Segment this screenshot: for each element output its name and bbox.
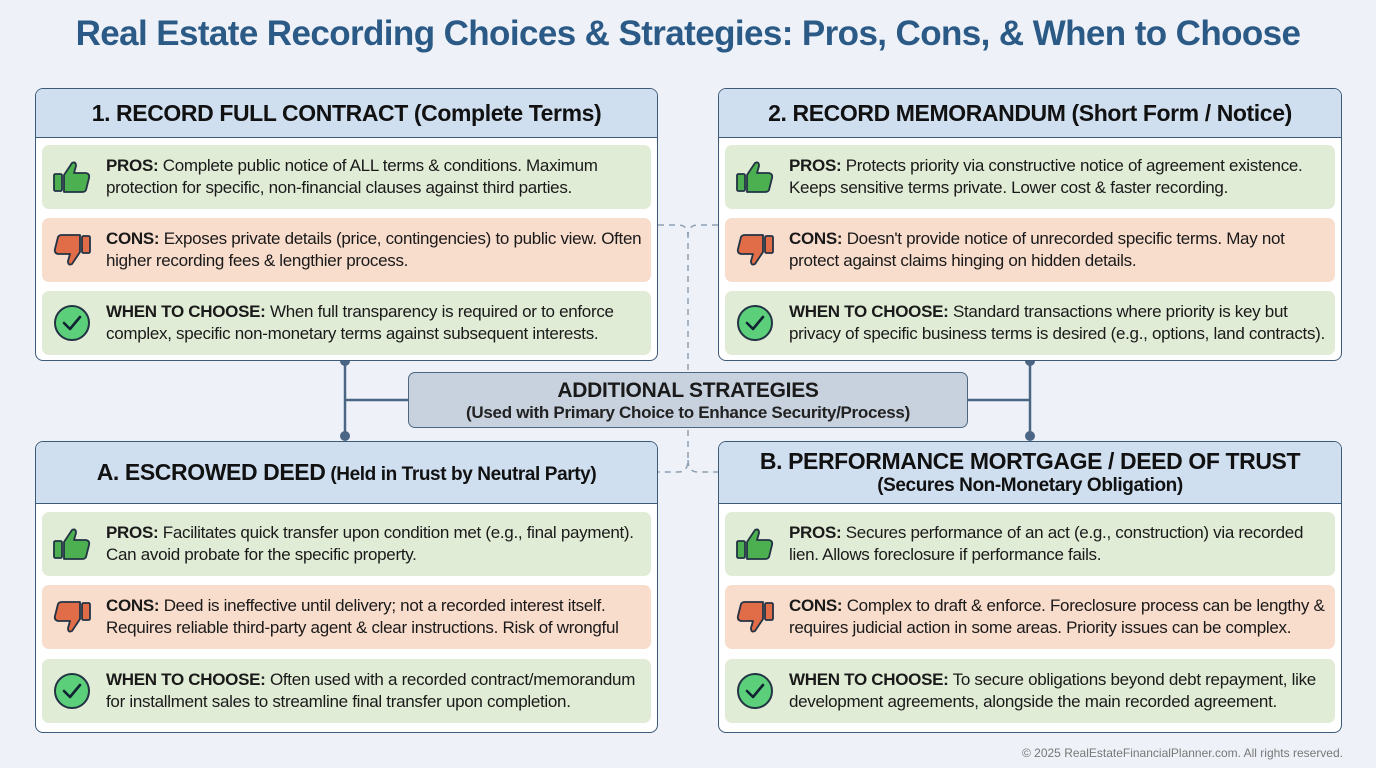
check-circle-icon bbox=[52, 671, 92, 711]
cons-label: CONS: bbox=[106, 229, 160, 248]
thumbs-down-icon bbox=[52, 597, 92, 637]
cons-text: CONS: Doesn't provide notice of unrecord… bbox=[789, 228, 1335, 272]
cons-row: CONS: Exposes private details (price, co… bbox=[42, 218, 651, 282]
check-circle-icon bbox=[735, 303, 775, 343]
page-title: Real Estate Recording Choices & Strategi… bbox=[75, 14, 1301, 53]
thumbs-up-icon bbox=[735, 524, 775, 564]
cons-description: Exposes private details (price, continge… bbox=[106, 229, 642, 270]
when-to-choose-description: Often used with a recorded contract/memo… bbox=[106, 670, 636, 711]
panel-header: 1. RECORD FULL CONTRACT (Complete Terms) bbox=[36, 89, 657, 138]
panel-title: 2. RECORD MEMORANDUM (Short Form / Notic… bbox=[768, 99, 1292, 126]
cons-description: Doesn't provide notice of unrecorded spe… bbox=[789, 229, 1285, 270]
cons-description: Complex to draft & enforce. Foreclosure … bbox=[789, 596, 1325, 637]
pros-label: PROS: bbox=[106, 156, 159, 175]
thumbs-down-icon bbox=[735, 597, 775, 637]
thumbs-up-icon bbox=[52, 524, 92, 564]
pros-description: Protects priority via constructive notic… bbox=[789, 156, 1303, 197]
pros-label: PROS: bbox=[106, 523, 159, 542]
pros-row: PROS: Complete public notice of ALL term… bbox=[42, 145, 651, 209]
when-to-choose-text: WHEN TO CHOOSE: Standard transactions wh… bbox=[789, 301, 1335, 345]
cons-row: CONS: Complex to draft & enforce. Forecl… bbox=[725, 585, 1335, 649]
panel-performance-mortgage: B. PERFORMANCE MORTGAGE / DEED OF TRUST(… bbox=[718, 441, 1342, 733]
when-to-choose-description: Standard transactions where priority is … bbox=[789, 302, 1325, 343]
pros-label: PROS: bbox=[789, 523, 842, 542]
when-to-choose-text: WHEN TO CHOOSE: Often used with a record… bbox=[106, 669, 651, 713]
when-to-choose-description: When full transparency is required or to… bbox=[106, 302, 614, 343]
panel-title: A. ESCROWED DEED bbox=[96, 459, 326, 485]
when-to-choose-label: WHEN TO CHOOSE: bbox=[106, 670, 266, 689]
pros-text: PROS: Facilitates quick transfer upon co… bbox=[106, 522, 651, 566]
cons-text: CONS: Exposes private details (price, co… bbox=[106, 228, 651, 272]
pros-text: PROS: Complete public notice of ALL term… bbox=[106, 155, 651, 199]
when-to-choose-label: WHEN TO CHOOSE: bbox=[789, 670, 949, 689]
cons-description: Deed is ineffective until delivery; not … bbox=[106, 596, 619, 637]
pros-row: PROS: Secures performance of an act (e.g… bbox=[725, 512, 1335, 576]
pros-label: PROS: bbox=[789, 156, 842, 175]
check-circle-icon bbox=[52, 303, 92, 343]
additional-strategies-subtitle: (Used with Primary Choice to Enhance Sec… bbox=[466, 403, 910, 422]
pros-description: Complete public notice of ALL terms & co… bbox=[106, 156, 598, 197]
when-to-choose-label: WHEN TO CHOOSE: bbox=[106, 302, 266, 321]
panel-subtitle: (Secures Non-Monetary Obligation) bbox=[877, 475, 1183, 496]
cons-label: CONS: bbox=[789, 229, 843, 248]
panel-escrowed-deed: A. ESCROWED DEED (Held in Trust by Neutr… bbox=[35, 441, 658, 733]
when-to-choose-row: WHEN TO CHOOSE: When full transparency i… bbox=[42, 291, 651, 355]
pros-row: PROS: Facilitates quick transfer upon co… bbox=[42, 512, 651, 576]
cons-row: CONS: Doesn't provide notice of unrecord… bbox=[725, 218, 1335, 282]
panel-title: 1. RECORD FULL CONTRACT (Complete Terms) bbox=[91, 99, 602, 126]
panel-record-full-contract: 1. RECORD FULL CONTRACT (Complete Terms)… bbox=[35, 88, 658, 361]
when-to-choose-description: To secure obligations beyond debt repaym… bbox=[789, 670, 1316, 711]
panel-header: 2. RECORD MEMORANDUM (Short Form / Notic… bbox=[719, 89, 1341, 138]
additional-strategies-box: ADDITIONAL STRATEGIES (Used with Primary… bbox=[408, 372, 968, 428]
when-to-choose-row: WHEN TO CHOOSE: To secure obligations be… bbox=[725, 659, 1335, 723]
copyright: © 2025 RealEstateFinancialPlanner.com. A… bbox=[1021, 746, 1343, 760]
when-to-choose-row: WHEN TO CHOOSE: Often used with a record… bbox=[42, 659, 651, 723]
thumbs-down-icon bbox=[52, 230, 92, 270]
pros-text: PROS: Secures performance of an act (e.g… bbox=[789, 522, 1335, 566]
pros-description: Secures performance of an act (e.g., con… bbox=[789, 523, 1304, 564]
panel-record-memorandum: 2. RECORD MEMORANDUM (Short Form / Notic… bbox=[718, 88, 1342, 361]
pros-row: PROS: Protects priority via constructive… bbox=[725, 145, 1335, 209]
pros-description: Facilitates quick transfer upon conditio… bbox=[106, 523, 634, 564]
pros-text: PROS: Protects priority via constructive… bbox=[789, 155, 1335, 199]
panel-title-suffix: (Held in Trust by Neutral Party) bbox=[325, 464, 597, 485]
cons-label: CONS: bbox=[789, 596, 843, 615]
additional-strategies-title: ADDITIONAL STRATEGIES bbox=[557, 379, 819, 402]
check-circle-icon bbox=[735, 671, 775, 711]
thumbs-up-icon bbox=[735, 157, 775, 197]
when-to-choose-row: WHEN TO CHOOSE: Standard transactions wh… bbox=[725, 291, 1335, 355]
panel-title: B. PERFORMANCE MORTGAGE / DEED OF TRUST bbox=[759, 448, 1301, 474]
when-to-choose-text: WHEN TO CHOOSE: When full transparency i… bbox=[106, 301, 651, 345]
cons-text: CONS: Deed is ineffective until delivery… bbox=[106, 595, 651, 639]
cons-text: CONS: Complex to draft & enforce. Forecl… bbox=[789, 595, 1335, 639]
cons-label: CONS: bbox=[106, 596, 160, 615]
cons-row: CONS: Deed is ineffective until delivery… bbox=[42, 585, 651, 649]
when-to-choose-label: WHEN TO CHOOSE: bbox=[789, 302, 949, 321]
thumbs-up-icon bbox=[52, 157, 92, 197]
panel-header: B. PERFORMANCE MORTGAGE / DEED OF TRUST(… bbox=[719, 442, 1341, 504]
panel-header: A. ESCROWED DEED (Held in Trust by Neutr… bbox=[36, 442, 657, 504]
thumbs-down-icon bbox=[735, 230, 775, 270]
when-to-choose-text: WHEN TO CHOOSE: To secure obligations be… bbox=[789, 669, 1335, 713]
